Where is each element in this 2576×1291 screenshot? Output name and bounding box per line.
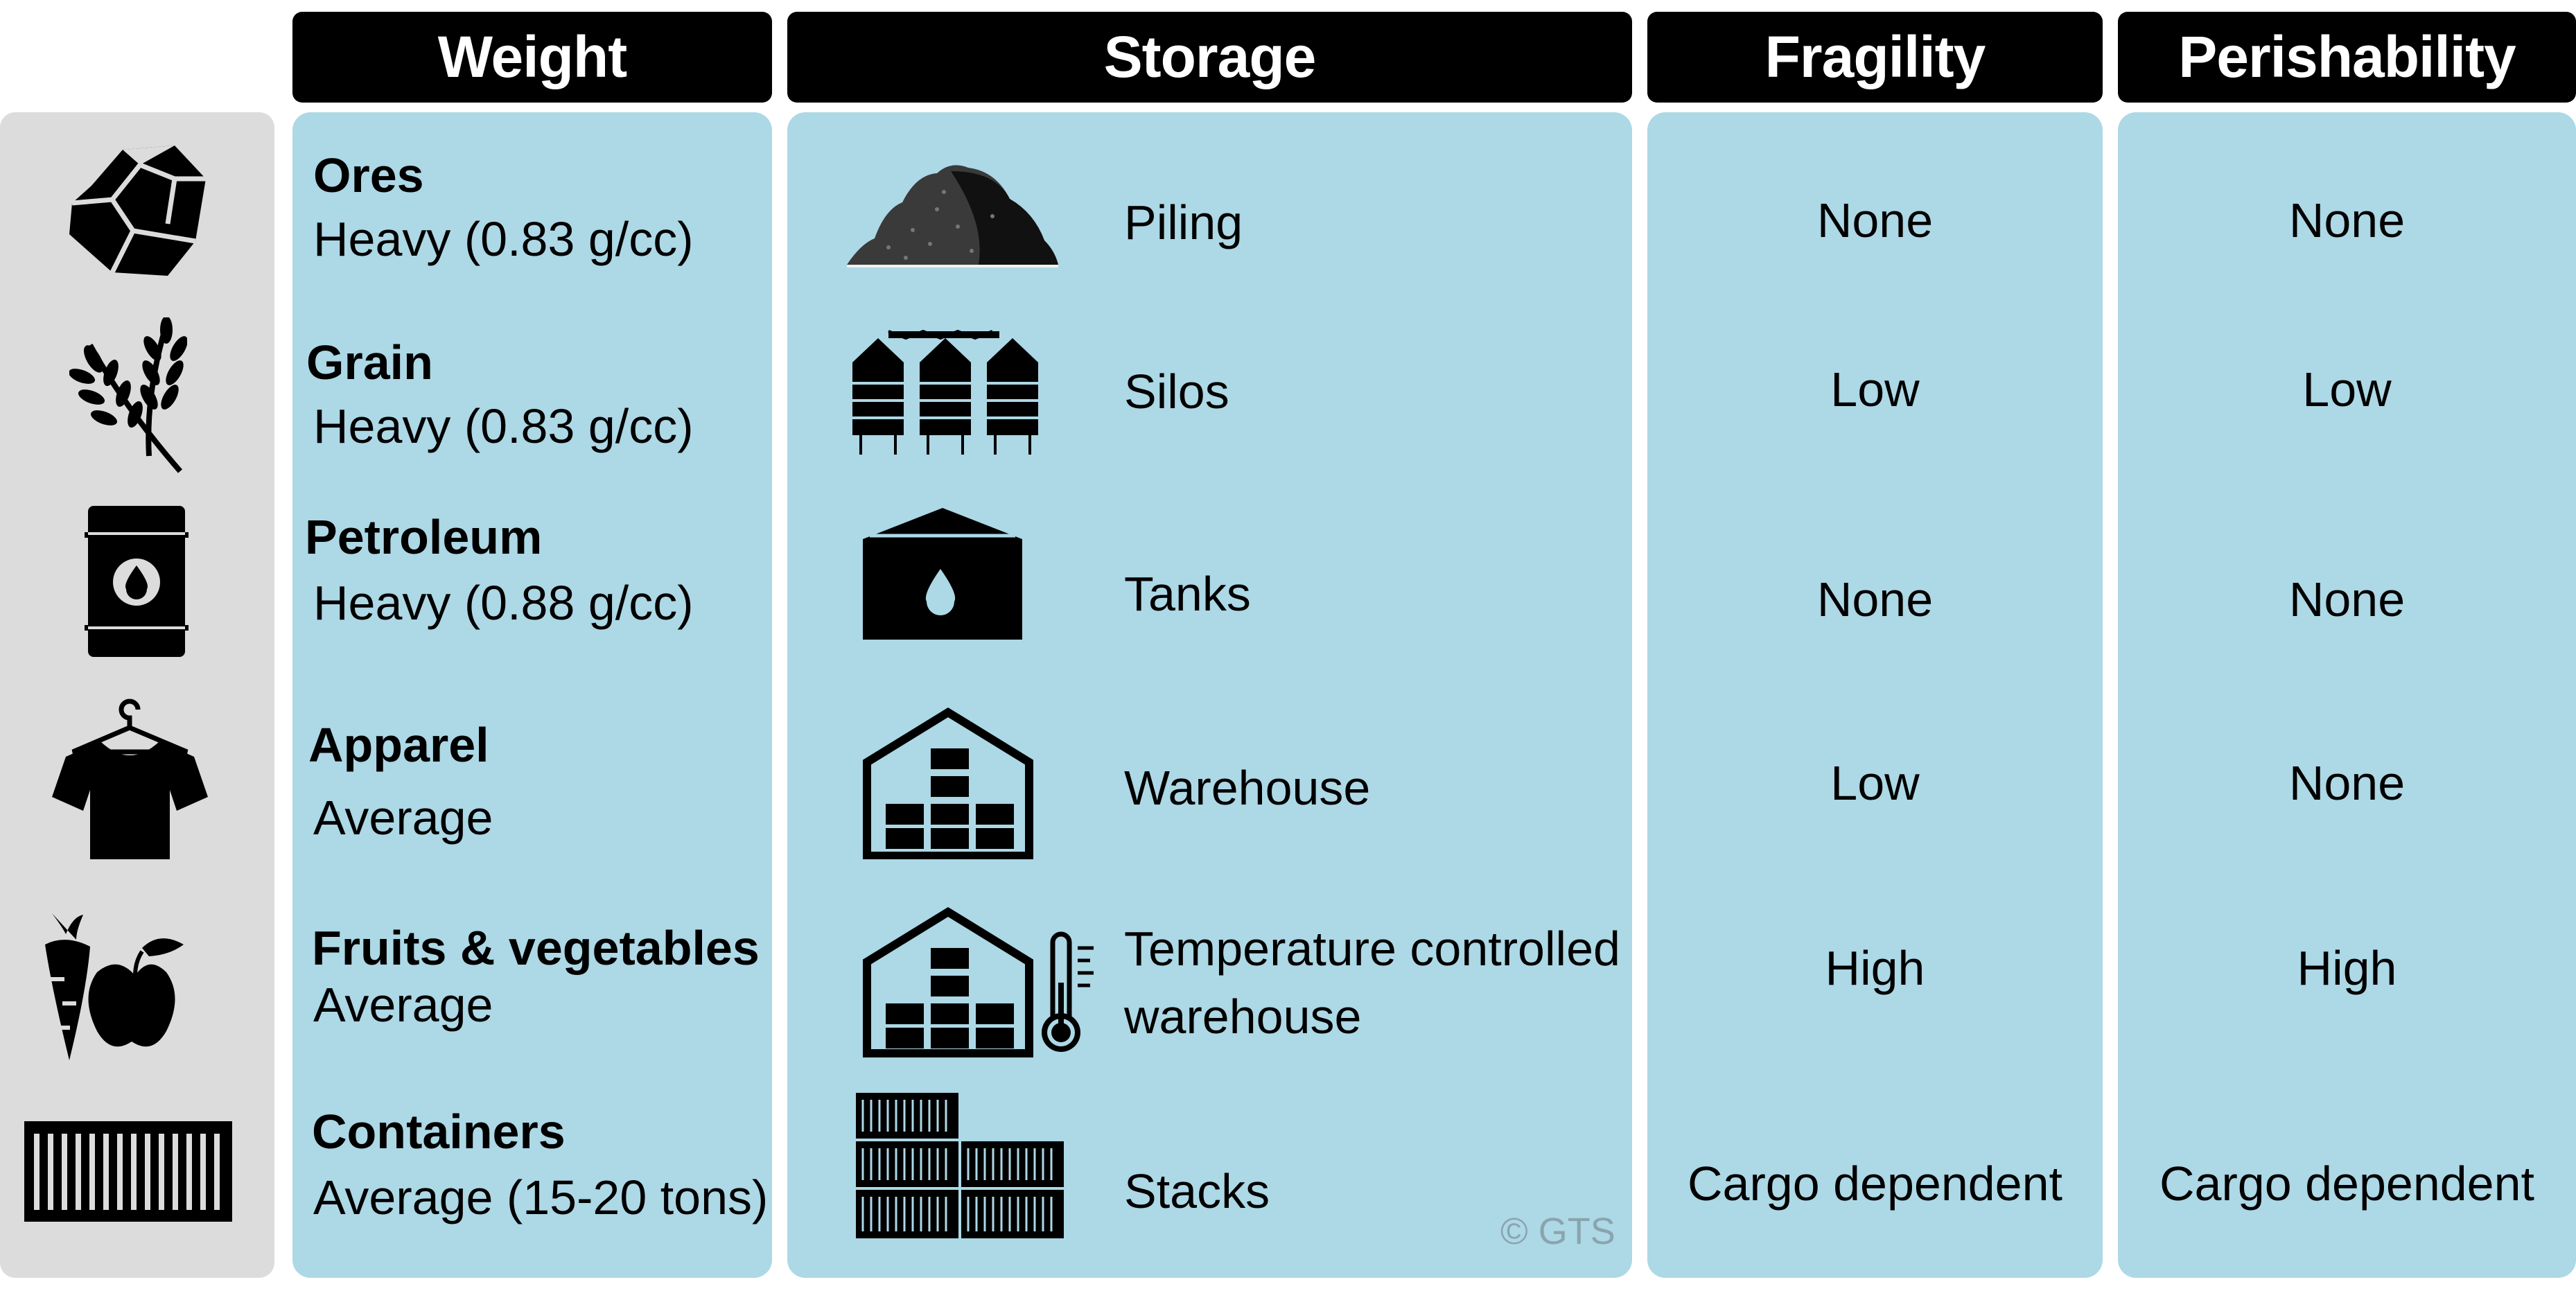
weight-column xyxy=(292,112,772,1278)
weight-value-fruits-vegetables: Average xyxy=(313,978,493,1032)
warehouse-icon xyxy=(861,707,1035,859)
header-storage: Storage xyxy=(787,12,1632,103)
perishability-apparel: None xyxy=(2288,756,2406,810)
weight-value-apparel: Average xyxy=(313,791,493,845)
temperature-warehouse-icon xyxy=(861,906,1111,1059)
perishability-containers: Cargo dependent xyxy=(2159,1157,2534,1211)
shipping-container-icon xyxy=(24,1121,232,1222)
carrot-apple-icon xyxy=(38,913,201,1062)
perishability-ores: None xyxy=(2288,193,2406,247)
perishability-petroleum: None xyxy=(2288,572,2406,626)
weight-value-ores: Heavy (0.83 g/cc) xyxy=(313,212,694,266)
fragility-grain: Low xyxy=(1830,362,1920,416)
header-weight: Weight xyxy=(292,12,772,103)
wheat-icon xyxy=(69,317,187,473)
cargo-icon-column xyxy=(0,112,274,1278)
fragility-column xyxy=(1647,112,2103,1278)
weight-value-petroleum: Heavy (0.88 g/cc) xyxy=(313,576,694,630)
tshirt-hanger-icon xyxy=(52,693,208,863)
copyright-credit: © GTS xyxy=(1500,1211,1615,1252)
storage-label-tanks: Tanks xyxy=(1124,567,1251,621)
cargo-name-petroleum: Petroleum xyxy=(305,510,543,564)
perishability-grain: Low xyxy=(2302,362,2392,416)
header-perishability: Perishability xyxy=(2118,12,2576,103)
storage-label-warehouse: Warehouse xyxy=(1124,761,1371,815)
storage-label-silos: Silos xyxy=(1124,365,1229,419)
ore-pile-icon xyxy=(847,161,1062,272)
oil-tank-icon xyxy=(863,508,1022,640)
storage-column xyxy=(787,112,1632,1278)
cargo-name-ores: Ores xyxy=(313,148,424,202)
header-fragility: Fragility xyxy=(1647,12,2103,103)
cargo-name-containers: Containers xyxy=(312,1105,566,1159)
container-stack-icon xyxy=(855,1091,1066,1240)
cargo-name-fruits-vegetables: Fruits & vegetables xyxy=(312,921,760,975)
ore-rock-icon xyxy=(64,137,209,283)
fragility-petroleum: None xyxy=(1816,572,1934,626)
cargo-name-apparel: Apparel xyxy=(308,718,489,772)
oil-barrel-icon xyxy=(85,504,189,658)
fragility-apparel: Low xyxy=(1830,756,1920,810)
silos-icon xyxy=(847,324,1048,456)
storage-label-piling: Piling xyxy=(1124,195,1243,249)
weight-value-containers: Average (15-20 tons) xyxy=(313,1170,769,1224)
fragility-containers: Cargo dependent xyxy=(1688,1157,2062,1211)
fragility-ores: None xyxy=(1816,193,1934,247)
storage-label-temperature-warehouse: Temperature controlled warehouse xyxy=(1124,922,1620,1044)
cargo-name-grain: Grain xyxy=(306,335,433,389)
fragility-fruits-vegetables: High xyxy=(1825,941,1925,995)
perishability-column xyxy=(2118,112,2576,1278)
storage-label-stacks: Stacks xyxy=(1124,1164,1270,1218)
weight-value-grain: Heavy (0.83 g/cc) xyxy=(313,399,694,453)
perishability-fruits-vegetables: High xyxy=(2297,941,2397,995)
